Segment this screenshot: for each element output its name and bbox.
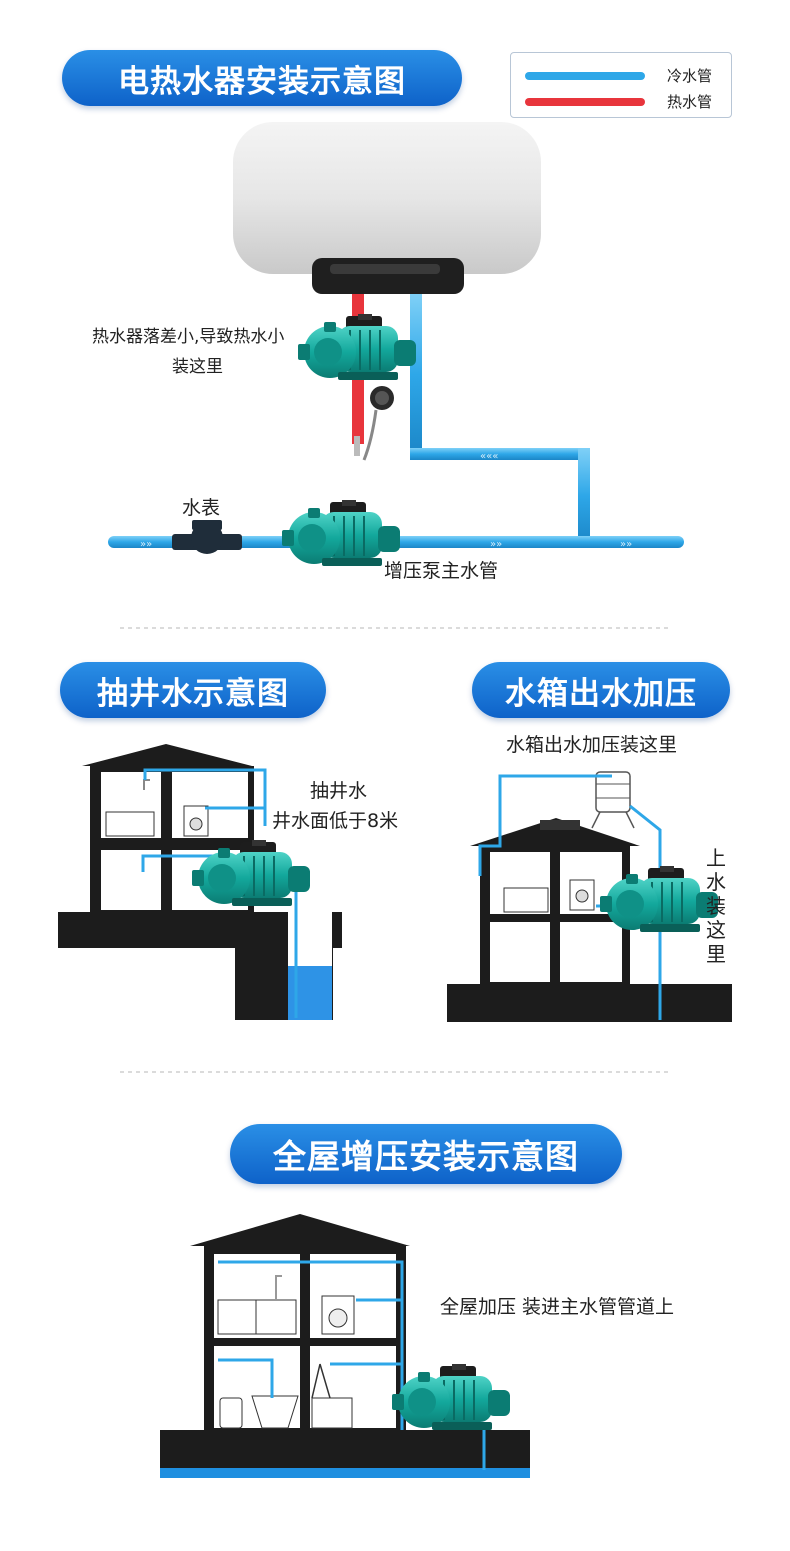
main-pipe-label: 增压泵主水管 [384, 560, 499, 582]
heater-note-line2: 装这里 [172, 357, 223, 377]
whole-house-note: 全屋加压 装进主水管管道上 [440, 1296, 675, 1318]
shower-head-icon [354, 386, 394, 461]
svg-text:»»: »» [620, 539, 632, 550]
tank-side-char: 这 [706, 918, 726, 942]
legend: 冷水管 热水管 [510, 52, 732, 118]
water-heater-title: 电热水器安装示意图 [62, 50, 462, 106]
legend-hot: 热水管 [525, 91, 712, 112]
flow-arrows: »» »» »» ««« [140, 451, 632, 550]
cold-pipe-swatch [525, 71, 645, 80]
hot-pipe-swatch [525, 97, 645, 106]
well-label-line2: 井水面低于8米 [272, 810, 399, 832]
legend-cold-label: 冷水管 [667, 67, 713, 85]
tank-side-char: 水 [706, 870, 726, 894]
heater-note-line1: 热水器落差小,导致热水小 [92, 327, 285, 347]
water-heater-icon [233, 122, 541, 294]
heater-pump-icon [297, 313, 417, 381]
tank-side-label: 上 水 装 这 里 [704, 846, 728, 966]
water-meter-icon [172, 520, 242, 554]
svg-text:«««: ««« [480, 451, 498, 462]
whole-house-title: 全屋增压安装示意图 [230, 1124, 622, 1184]
tank-side-char: 装 [706, 894, 726, 918]
tank-subtitle: 水箱出水加压装这里 [506, 734, 678, 756]
svg-text:»»: »» [490, 539, 502, 550]
svg-text:»»: »» [140, 539, 152, 550]
tank-house-icon [447, 771, 732, 1022]
tank-side-char: 里 [706, 942, 726, 966]
well-label-line1: 抽井水 [310, 780, 368, 802]
well-title: 抽井水示意图 [60, 662, 326, 718]
whole-house-pump-icon [391, 1363, 511, 1431]
tank-side-char: 上 [706, 846, 726, 870]
meter-label: 水表 [182, 497, 221, 519]
well-house-icon [58, 744, 342, 1020]
main-pump-icon [281, 499, 401, 567]
water-tank-icon [591, 771, 635, 829]
tank-title: 水箱出水加压 [472, 662, 730, 718]
legend-cold: 冷水管 [525, 65, 712, 86]
whole-house-icon [160, 1214, 530, 1478]
legend-hot-label: 热水管 [667, 93, 713, 111]
cold-pipe-heater [410, 294, 590, 544]
